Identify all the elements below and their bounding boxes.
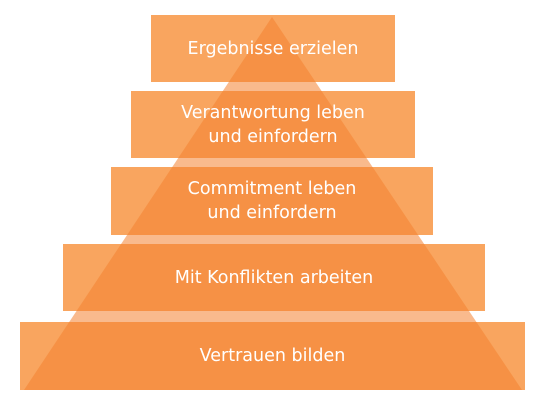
- pyramid-level-ergebnisse: Ergebnisse erzielen: [151, 15, 395, 82]
- pyramid-level-commitment: Commitment leben und einfordern: [111, 167, 433, 235]
- pyramid-level-konflikte: Mit Konflikten arbeiten: [63, 244, 485, 311]
- level-label-line-1: Commitment leben: [187, 179, 357, 199]
- pyramid-level-vertrauen: Vertrauen bilden: [20, 322, 525, 390]
- level-label: Ergebnisse erzielen: [187, 38, 359, 59]
- pyramid-level-verantwortung: Verantwortung leben und einfordern: [131, 91, 415, 158]
- level-label: Vertrauen bilden: [199, 346, 346, 366]
- level-label-line-2: und einfordern: [207, 203, 337, 223]
- level-label: Mit Konflikten arbeiten: [174, 267, 374, 288]
- level-label-line-2: und einfordern: [208, 126, 338, 147]
- pyramid-triangle: [24, 17, 522, 390]
- level-label-line-1: Verantwortung leben: [181, 102, 365, 123]
